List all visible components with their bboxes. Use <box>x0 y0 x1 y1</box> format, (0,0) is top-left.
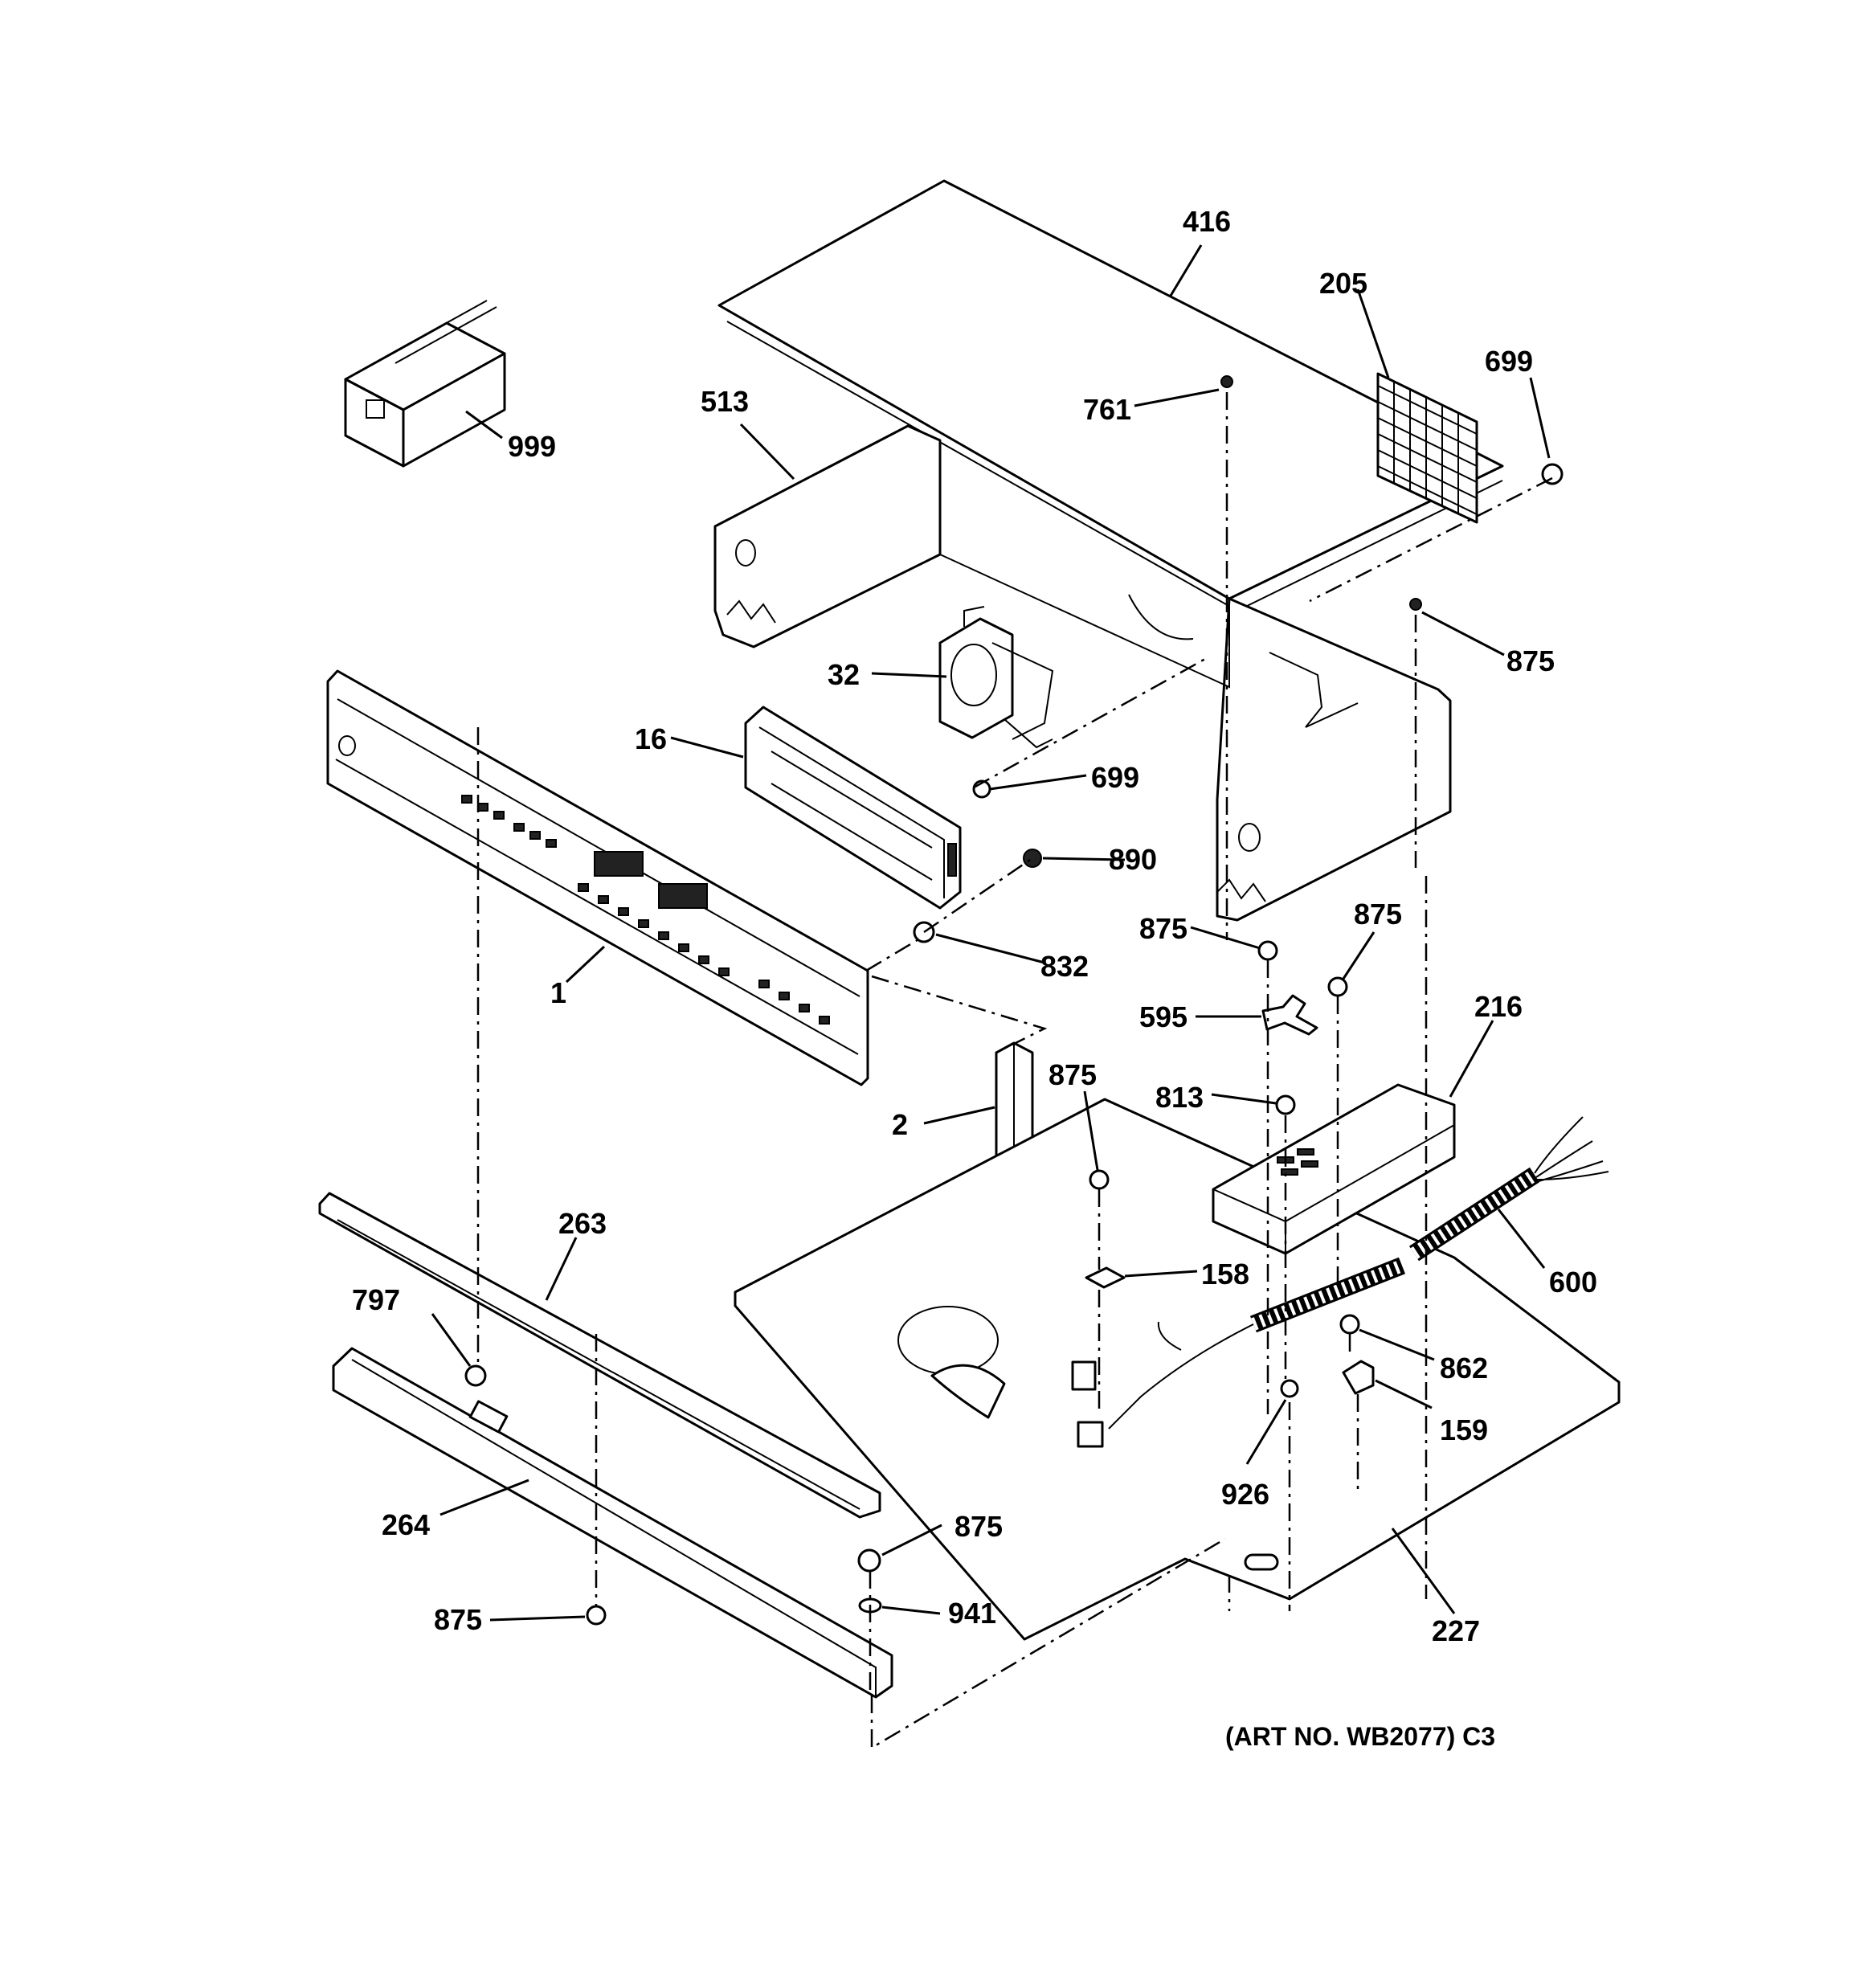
fastener-875c <box>1327 976 1348 997</box>
callout-875-mid-left: 875 <box>1139 912 1187 945</box>
part-513-wrapper <box>713 424 1452 922</box>
part-16-control-board <box>744 706 962 910</box>
fastener-875a <box>1409 598 1422 611</box>
fastener-813 <box>1275 1094 1296 1115</box>
fastener-862 <box>1339 1314 1360 1335</box>
callout-263: 263 <box>558 1207 607 1240</box>
callout-513: 513 <box>701 385 749 418</box>
fastener-158 <box>1085 1266 1126 1289</box>
callout-2: 2 <box>892 1108 908 1141</box>
callout-labels: 416 205 699 513 761 999 875 32 16 699 89… <box>352 205 1597 1647</box>
fastener-875f <box>586 1605 607 1626</box>
fastener-926 <box>1280 1379 1299 1398</box>
callout-227: 227 <box>1432 1614 1480 1647</box>
callout-205: 205 <box>1319 267 1367 300</box>
callout-159: 159 <box>1440 1413 1488 1446</box>
fastener-761 <box>1220 375 1233 388</box>
fastener-595 <box>1261 994 1318 1036</box>
fastener-875b <box>1257 940 1278 961</box>
part-264-bottom-trim <box>332 1347 893 1699</box>
callout-1: 1 <box>550 976 566 1009</box>
callout-926: 926 <box>1221 1478 1269 1511</box>
fastener-159 <box>1342 1360 1375 1395</box>
callout-875-mid-right: 875 <box>1354 898 1402 931</box>
callout-699-mid: 699 <box>1091 761 1139 794</box>
fastener-875d <box>1089 1169 1110 1190</box>
part-263-trim <box>318 1192 881 1519</box>
art-number-caption: (ART NO. WB2077) C3 <box>1225 1722 1495 1751</box>
callout-890: 890 <box>1109 843 1157 876</box>
callout-32: 32 <box>828 658 860 691</box>
callout-941: 941 <box>948 1597 996 1630</box>
callout-699-top: 699 <box>1485 345 1533 378</box>
fastener-875e <box>857 1548 881 1573</box>
callout-999: 999 <box>508 430 556 463</box>
callout-216: 216 <box>1474 990 1523 1023</box>
callout-862: 862 <box>1440 1352 1488 1385</box>
assembly-lines <box>476 392 1553 1750</box>
callout-875-right-top: 875 <box>1506 644 1555 677</box>
leader-lines <box>431 244 1551 1622</box>
callout-875-trim: 875 <box>954 1510 1003 1543</box>
callout-416: 416 <box>1183 205 1231 238</box>
callout-761: 761 <box>1083 393 1131 426</box>
callout-600: 600 <box>1549 1266 1597 1299</box>
callout-16: 16 <box>635 722 667 755</box>
callout-813: 813 <box>1155 1081 1204 1114</box>
callout-158: 158 <box>1201 1258 1249 1291</box>
callout-875-base: 875 <box>1048 1058 1097 1091</box>
part-1-control-panel <box>326 669 869 1086</box>
callout-875-bottom: 875 <box>434 1603 482 1636</box>
part-999-box <box>344 300 506 468</box>
callout-797: 797 <box>352 1283 400 1316</box>
callout-832: 832 <box>1040 950 1089 983</box>
callout-595: 595 <box>1139 1000 1187 1033</box>
part-205-mesh <box>1376 372 1478 524</box>
fastener-890 <box>1023 849 1042 868</box>
fastener-797 <box>464 1364 487 1387</box>
callout-264: 264 <box>382 1508 430 1541</box>
part-32-fan-motor <box>938 606 1054 749</box>
fastener-699a <box>1541 463 1564 485</box>
part-600-wire-harness <box>1071 1116 1609 1448</box>
